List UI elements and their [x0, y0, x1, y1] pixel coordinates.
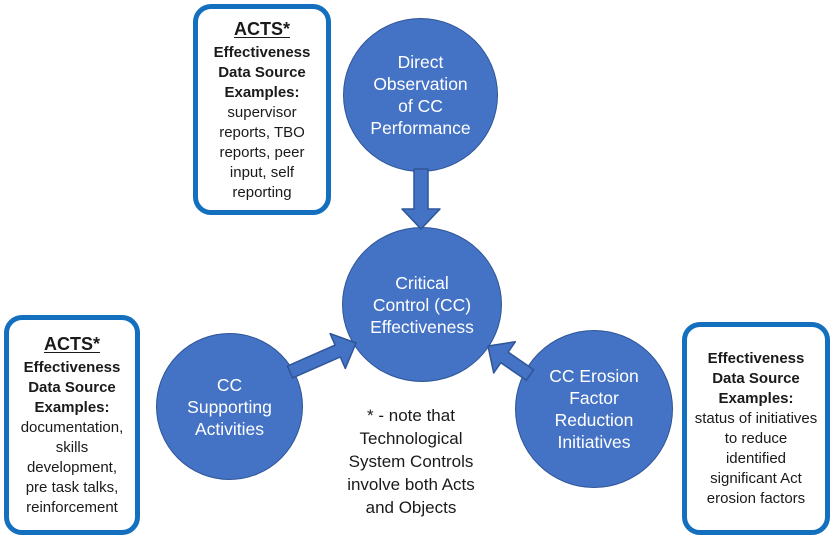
circle-cc-supporting-activities: CC Supporting Activities	[156, 333, 303, 480]
arrow-down-observation-to-center-icon	[401, 168, 441, 230]
callout-acts-left: ACTS* Effectiveness Data Source Examples…	[4, 315, 140, 535]
callout-acts-top-body: supervisor reports, TBO reports, peer in…	[219, 103, 305, 201]
callout-effectiveness-right-body: status of initiatives to reduce identifi…	[694, 409, 818, 507]
callout-effectiveness-right-subheading: Effectiveness Data Source Examples:	[707, 349, 805, 407]
callout-acts-left-subheading: Effectiveness Data Source Examples:	[23, 359, 121, 416]
circle-direct-observation-label: Direct Observation of CC Performance	[370, 52, 471, 138]
callout-acts-top: ACTS* Effectiveness Data Source Examples…	[193, 4, 331, 215]
callout-acts-top-subheading: Effectiveness Data Source Examples:	[213, 43, 311, 101]
circle-cc-supporting-activities-label: CC Supporting Activities	[187, 374, 272, 439]
arrow-up-right-supporting-to-center-icon	[286, 332, 357, 379]
circle-cc-erosion-factor-reduction-label: CC Erosion Factor Reduction Initiatives	[549, 366, 639, 452]
circle-critical-control-effectiveness: Critical Control (CC) Effectiveness	[342, 227, 502, 382]
callout-effectiveness-right: Effectiveness Data Source Examples: stat…	[682, 322, 830, 535]
footnote-technological-system-controls: * - note that Technological System Contr…	[347, 406, 475, 517]
circle-critical-control-effectiveness-label: Critical Control (CC) Effectiveness	[370, 272, 474, 337]
callout-acts-top-heading: ACTS*	[233, 18, 290, 39]
circle-direct-observation: Direct Observation of CC Performance	[343, 18, 498, 172]
circle-cc-erosion-factor-reduction: CC Erosion Factor Reduction Initiatives	[515, 330, 673, 488]
callout-acts-left-heading: ACTS*	[43, 334, 100, 354]
callout-acts-left-body: documentation, skills development, pre t…	[20, 419, 124, 516]
